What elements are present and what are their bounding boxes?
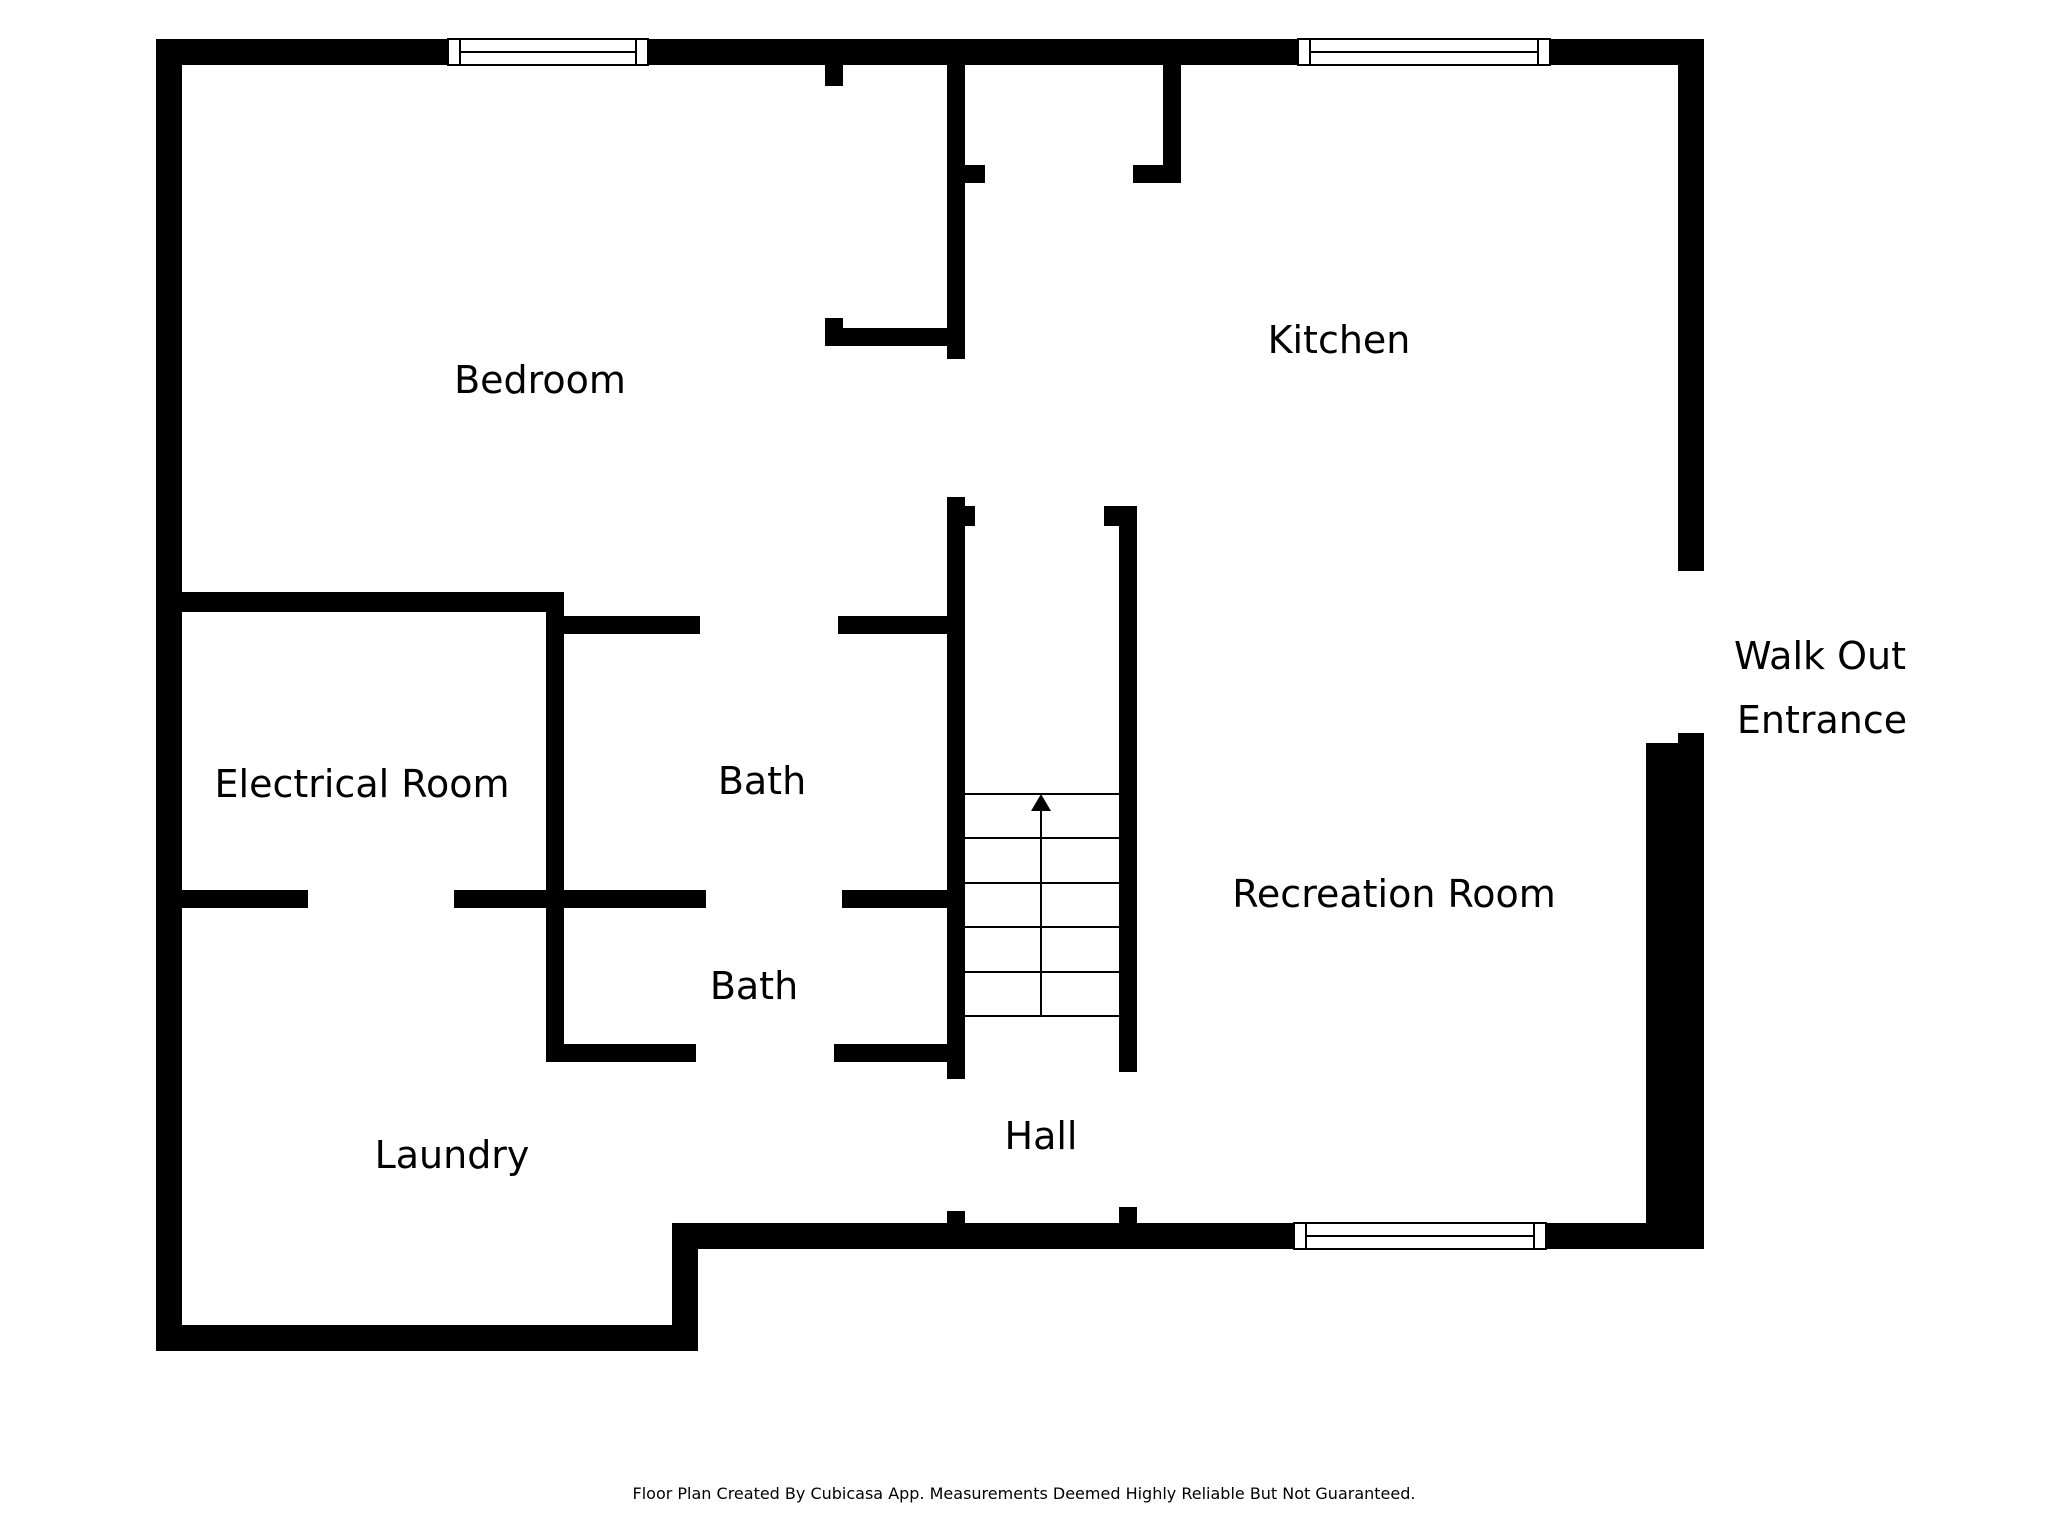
wall-central-upper [947, 39, 965, 359]
exterior-wall-left [156, 39, 182, 1351]
wall-central-lower [947, 497, 965, 1079]
room-label-recreation-room: Recreation Room [1232, 872, 1556, 916]
walls [156, 39, 1704, 1351]
closet-wall-horizontal [825, 328, 965, 346]
room-label-bath-upper: Bath [718, 759, 806, 803]
wall-central-bottom [947, 1211, 965, 1249]
room-label-laundry: Laundry [375, 1133, 530, 1177]
stair-wall-top-stub [1104, 506, 1137, 526]
staircase [965, 793, 1119, 1017]
room-label-hall: Hall [1005, 1114, 1078, 1158]
electrical-wall-bottom-right [454, 890, 706, 908]
bath-divider-right [842, 890, 965, 908]
exterior-wall-bottom-right [672, 1223, 1704, 1249]
stair-up-arrow-icon [1031, 794, 1051, 811]
bath-wall-top-right [838, 616, 965, 634]
room-label-electrical-room: Electrical Room [215, 762, 510, 806]
closet-wall-top [825, 39, 843, 86]
lower-bath-wall-bottom-left [546, 1044, 696, 1062]
label-walk-out: Walk Out [1734, 634, 1906, 678]
exterior-wall-bottom-left [156, 1325, 698, 1351]
stair-wall-top-left-stub [965, 506, 975, 526]
exterior-wall-thick [1646, 743, 1704, 1249]
electrical-wall-bottom-left [156, 890, 308, 908]
room-label-bath-lower: Bath [710, 964, 798, 1008]
kitchen-closet-wall-horizontal [1133, 165, 1181, 183]
lower-bath-wall-bottom-right [834, 1044, 965, 1062]
exterior-wall-right-upper [1678, 39, 1704, 571]
bath-wall-top-left [546, 616, 700, 634]
footer-disclaimer: Floor Plan Created By Cubicasa App. Meas… [632, 1484, 1416, 1503]
hall-wall-bottom [1119, 1207, 1137, 1249]
bedroom-wall-bottom [156, 592, 564, 612]
kitchen-closet-wall-vertical [1163, 39, 1181, 183]
room-label-bedroom: Bedroom [454, 358, 626, 402]
electrical-bath-wall [546, 592, 564, 1062]
stair-wall-right [1119, 506, 1137, 1072]
label-entrance: Entrance [1737, 698, 1907, 742]
room-label-kitchen: Kitchen [1268, 318, 1411, 362]
windows [447, 38, 1551, 1250]
kitchen-closet-stub [965, 165, 985, 183]
